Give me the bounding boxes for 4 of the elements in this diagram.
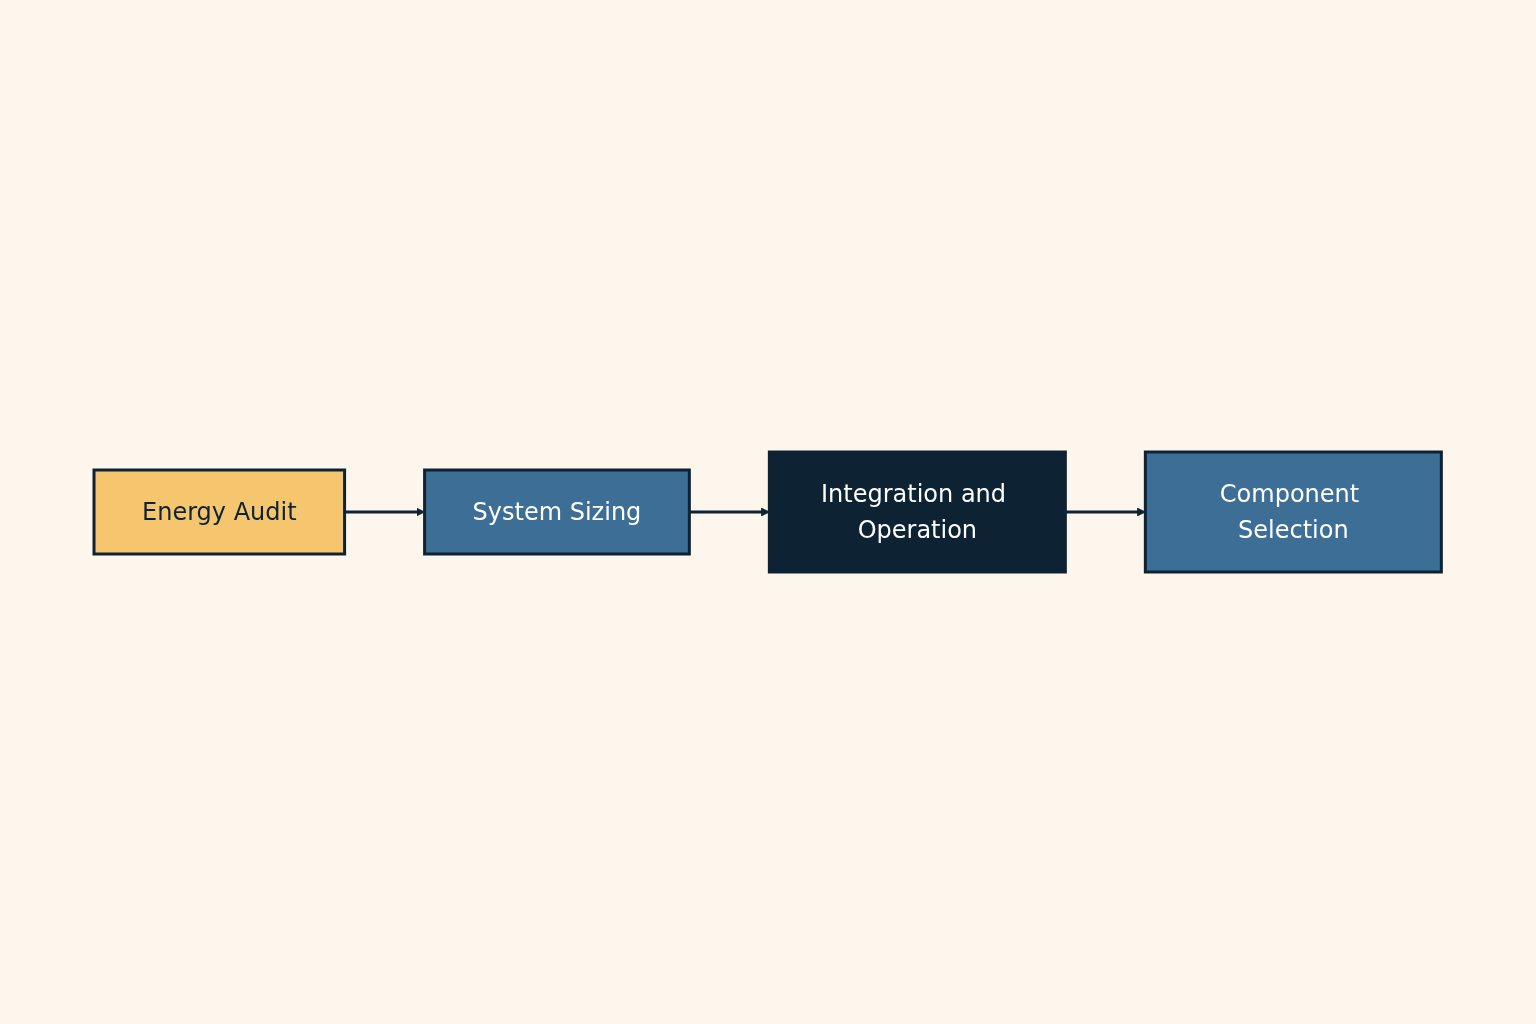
node-box: System Sizing <box>423 468 692 556</box>
node-box: Integration and Operation <box>768 450 1068 574</box>
node-box: Energy Audit <box>92 468 347 556</box>
node-box: Component Selection <box>1144 450 1444 574</box>
